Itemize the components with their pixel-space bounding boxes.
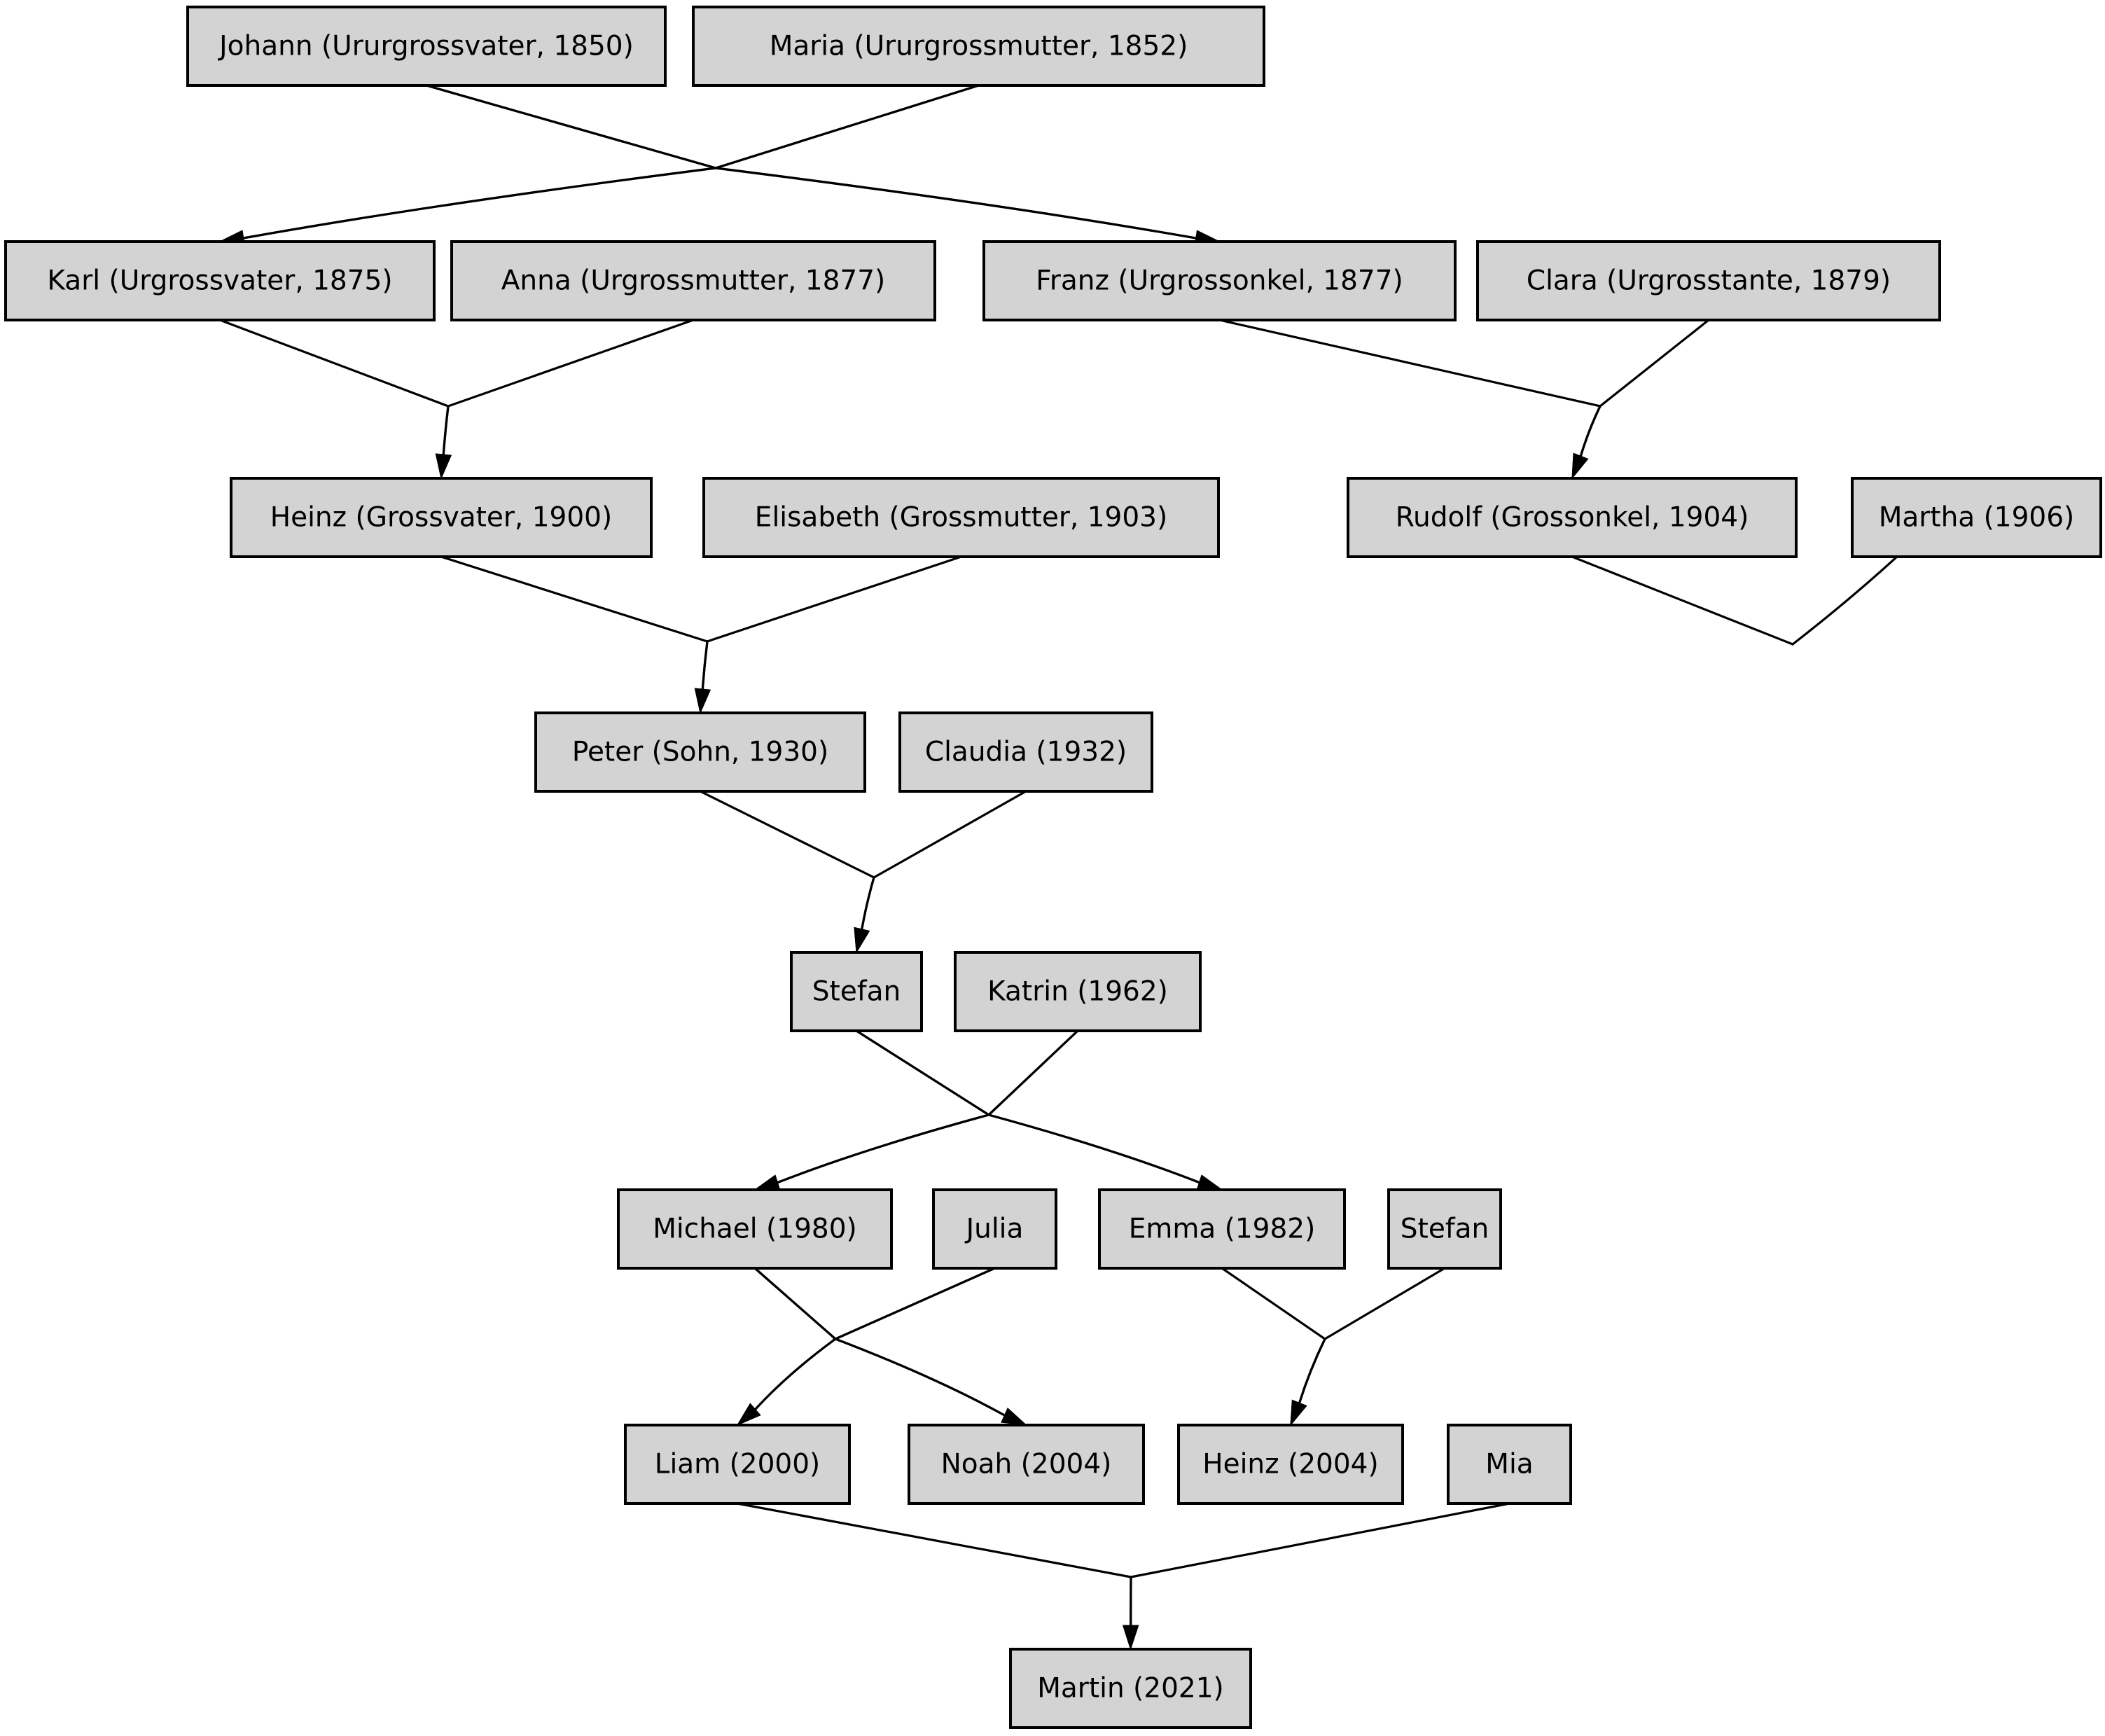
node-karl[interactable]: Karl (Urgrossvater, 1875) [4,240,436,321]
node-liam[interactable]: Liam (2000) [624,1424,851,1505]
arrowhead-icon [1571,452,1589,480]
edge-maria-to-karl [218,84,979,246]
node-elisabeth[interactable]: Elisabeth (Grossmutter, 1903) [702,477,1220,558]
node-clara[interactable]: Clara (Urgrosstante, 1879) [1476,240,1941,321]
edge-mia-to-martin [1122,1502,1510,1651]
node-stefan2[interactable]: Stefan [1387,1188,1502,1270]
node-johann[interactable]: Johann (Ururgrossvater, 1850) [186,6,667,87]
edge-emma-to-heinz2004 [1221,1267,1327,1426]
node-box[interactable] [1851,477,2102,558]
node-layer: Johann (Ururgrossvater, 1850) Maria (Urur… [4,6,2102,1729]
node-box[interactable] [1447,1424,1572,1505]
edge-peter-to-stefan1 [700,790,875,954]
edge-stefan1-to-michael [753,1029,992,1190]
node-box[interactable] [692,6,1265,87]
node-maria[interactable]: Maria (Ururgrossmutter, 1852) [692,6,1265,87]
node-box[interactable] [932,1188,1057,1270]
arrowhead-icon [753,1174,781,1190]
arrowhead-icon [1290,1399,1307,1426]
edge-anna-to-heinz [435,319,694,480]
edge-liam-to-martin [737,1502,1139,1651]
edge-stefan2-to-heinz2004 [1290,1267,1445,1426]
node-peter[interactable]: Peter (Sohn, 1930) [534,711,866,793]
node-box[interactable] [1009,1648,1252,1729]
edge-heinz-to-peter [440,555,711,714]
node-box[interactable] [954,951,1202,1032]
node-heinz2004[interactable]: Heinz (2004) [1177,1424,1404,1505]
arrowhead-icon [736,1403,761,1426]
node-box[interactable] [790,951,923,1032]
node-box[interactable] [982,240,1457,321]
edge-michael-to-liam [736,1267,838,1426]
edge-julia-to-noah [832,1267,1027,1426]
node-box[interactable] [230,477,653,558]
node-box[interactable] [624,1424,851,1505]
node-box[interactable] [908,1424,1145,1505]
arrowhead-icon [1001,1408,1027,1426]
node-box[interactable] [1347,477,1798,558]
node-box[interactable] [1098,1188,1346,1270]
edge-julia-to-liam [736,1267,996,1426]
node-emma[interactable]: Emma (1982) [1098,1188,1346,1270]
node-katrin[interactable]: Katrin (1962) [954,951,1202,1032]
node-box[interactable] [1476,240,1941,321]
edge-claudia-to-stefan1 [854,790,1027,954]
node-claudia[interactable]: Claudia (1932) [898,711,1153,793]
edge-layer [218,84,1978,1651]
arrowhead-icon [1122,1625,1139,1651]
arrowhead-icon [854,926,870,954]
node-box[interactable] [617,1188,893,1270]
edge-katrin-to-michael [753,1029,1079,1190]
node-box[interactable] [4,240,436,321]
node-box[interactable] [702,477,1220,558]
edge-johann-to-karl [218,84,716,246]
node-box[interactable] [534,711,866,793]
node-franz[interactable]: Franz (Urgrossonkel, 1877) [982,240,1457,321]
node-mia[interactable]: Mia [1447,1424,1572,1505]
arrowhead-icon [694,688,711,714]
edge-katrin-to-emma [986,1029,1223,1190]
edge-michael-to-noah [753,1267,1027,1426]
edge-stefan1-to-emma [856,1029,1223,1190]
node-anna[interactable]: Anna (Urgrossmutter, 1877) [450,240,936,321]
node-box[interactable] [186,6,667,87]
edge-franz-to-rudolf [1219,319,1602,480]
arrowhead-icon [435,453,452,480]
node-michael[interactable]: Michael (1980) [617,1188,893,1270]
node-box[interactable] [1177,1424,1404,1505]
node-box[interactable] [1387,1188,1502,1270]
node-martin[interactable]: Martin (2021) [1009,1648,1252,1729]
node-box[interactable] [450,240,936,321]
edge-clara-to-rudolf [1571,319,1709,480]
edge-karl-to-heinz [219,319,452,480]
edge-elisabeth-to-peter [694,555,962,714]
node-stefan1[interactable]: Stefan [790,951,923,1032]
node-julia[interactable]: Julia [932,1188,1057,1270]
node-heinz[interactable]: Heinz (Grossvater, 1900) [230,477,653,558]
node-rudolf[interactable]: Rudolf (Grossonkel, 1904) [1347,477,1798,558]
arrowhead-icon [1196,1174,1223,1190]
edge-maria-to-franz [715,84,1221,246]
node-noah[interactable]: Noah (2004) [908,1424,1145,1505]
node-martha[interactable]: Martha (1906) [1851,477,2102,558]
node-box[interactable] [898,711,1153,793]
